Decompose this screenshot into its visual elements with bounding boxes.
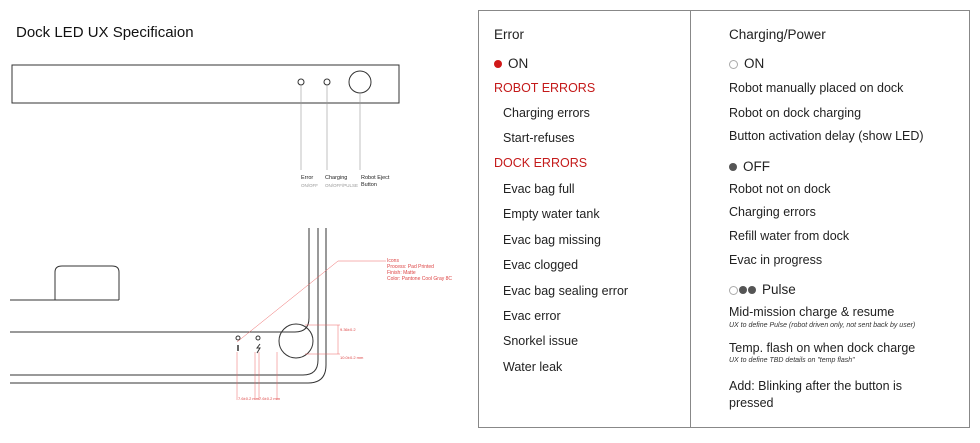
list-item: Evac bag missing	[503, 233, 601, 247]
dim-label: 7.6±0.2 mm	[238, 396, 260, 401]
list-item: Evac bag sealing error	[503, 284, 629, 298]
dim-label: 10.0±0.2 mm	[340, 355, 364, 360]
red-dot-icon	[494, 60, 502, 69]
list-item: Evac error	[503, 309, 561, 323]
power-off-state: OFF	[729, 159, 770, 174]
column-divider	[690, 10, 691, 428]
list-item: Charging errors	[503, 106, 590, 120]
led-spec-table	[478, 10, 970, 428]
page-title: Dock LED UX Specificaion	[16, 24, 194, 41]
error-led-icon	[297, 78, 305, 86]
list-item: Robot on dock charging	[729, 106, 862, 120]
error-on-state: ON	[494, 56, 528, 71]
list-item: Mid-mission charge & resume	[729, 305, 895, 319]
list-item: Empty water tank	[503, 207, 600, 221]
list-item: Button activation delay (show LED)	[729, 129, 924, 143]
charging-led-icon	[323, 78, 331, 86]
list-item: Evac bag full	[503, 182, 575, 196]
list-item: Snorkel issue	[503, 334, 579, 348]
list-item: Water leak	[503, 360, 563, 374]
dock-front-view	[11, 64, 400, 104]
note: UX to define TBD details on "temp flash"	[729, 357, 855, 364]
pulse-dots-icon	[729, 282, 762, 297]
list-item: Robot manually placed on dock	[729, 81, 904, 95]
error-header: Error	[494, 27, 524, 42]
robot-errors-title: ROBOT ERRORS	[494, 81, 596, 95]
list-item: Evac clogged	[503, 258, 579, 272]
list-item: Refill water from dock	[729, 229, 850, 243]
dim-label: 7.6±0.2 mm	[259, 396, 281, 401]
eject-button-icon	[348, 70, 372, 94]
dock-errors-title: DOCK ERRORS	[494, 156, 588, 170]
power-header: Charging/Power	[729, 27, 826, 42]
note: UX to define Pulse (robot driven only, n…	[729, 322, 916, 329]
dim-label: 9.36±0.2	[340, 327, 356, 332]
list-item: Add: Blinking after the button is	[729, 379, 903, 393]
list-item: Charging errors	[729, 205, 816, 219]
list-item: Temp. flash on when dock charge	[729, 341, 916, 355]
list-item: pressed	[729, 396, 774, 410]
eject-button-side-icon	[278, 323, 314, 359]
power-on-state: ON	[729, 56, 764, 71]
list-item: Evac in progress	[729, 253, 823, 267]
list-item: Robot not on dock	[729, 182, 831, 196]
hollow-dot-icon	[729, 59, 738, 69]
pulse-state: Pulse	[729, 282, 796, 297]
dark-dot-icon	[729, 163, 737, 172]
dock-drawing	[10, 64, 400, 400]
list-item: Start-refuses	[503, 131, 575, 145]
